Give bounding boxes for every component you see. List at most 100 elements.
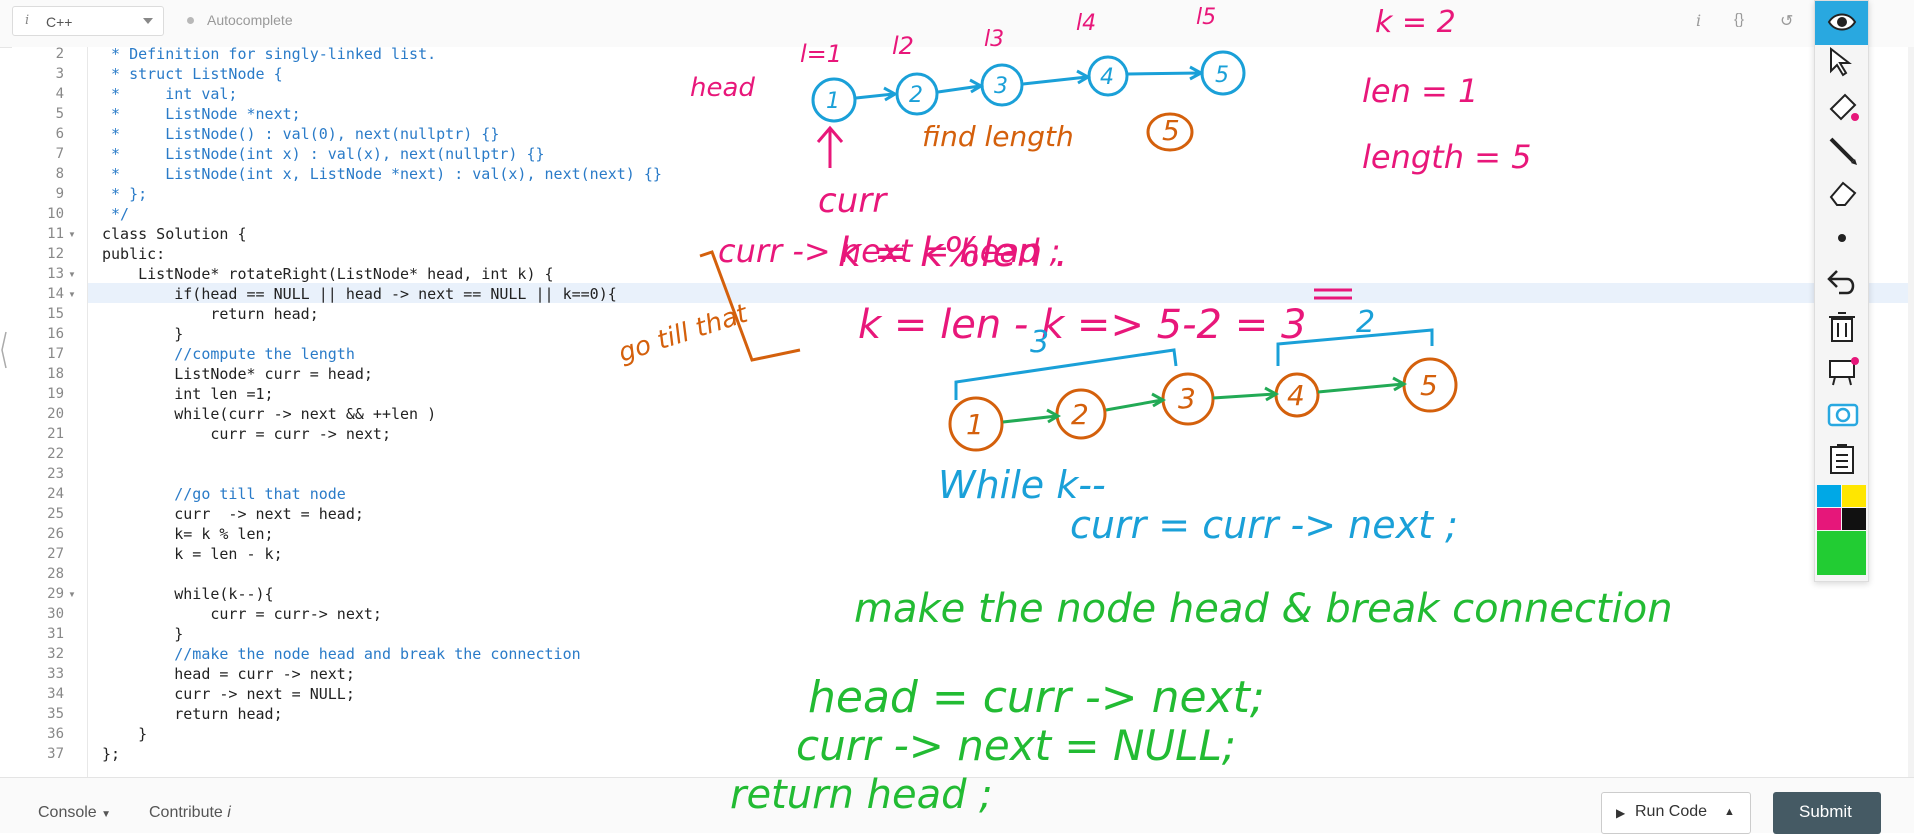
- code-line[interactable]: curr = curr -> next;: [102, 425, 391, 443]
- code-line[interactable]: head = curr -> next;: [102, 665, 355, 683]
- line-number: 22: [47, 446, 64, 462]
- code-line[interactable]: //make the node head and break the conne…: [102, 645, 581, 663]
- line-number: 24: [47, 486, 64, 502]
- line-number: 28: [47, 566, 64, 582]
- code-line[interactable]: while(k--){: [102, 585, 274, 603]
- code-line[interactable]: * int val;: [102, 85, 238, 103]
- console-button[interactable]: Console ▼: [38, 804, 111, 822]
- color-swatch-green[interactable]: [1817, 531, 1866, 575]
- line-number: 17: [47, 346, 64, 362]
- code-line[interactable]: * struct ListNode {: [102, 65, 283, 83]
- line-number: 10: [47, 206, 64, 222]
- eye-icon[interactable]: [1815, 1, 1868, 45]
- run-code-button[interactable]: ▶ Run Code ▲: [1601, 792, 1751, 834]
- code-line[interactable]: * ListNode(int x) : val(x), next(nullptr…: [102, 145, 545, 163]
- line-number: 29: [47, 586, 64, 602]
- line-number: 19: [47, 386, 64, 402]
- autocomplete-toggle[interactable]: [187, 17, 194, 24]
- code-line[interactable]: }: [102, 725, 148, 743]
- caret-up-icon: ▲: [1724, 806, 1735, 818]
- code-line[interactable]: k= k % len;: [102, 525, 274, 543]
- bottom-bar: [0, 777, 1914, 833]
- code-line[interactable]: ListNode* rotateRight(ListNode* head, in…: [102, 265, 554, 283]
- code-line[interactable]: };: [102, 745, 121, 763]
- code-line[interactable]: }: [102, 625, 184, 643]
- line-number: 4: [55, 86, 64, 102]
- code-line[interactable]: //compute the length: [102, 345, 355, 363]
- code-line[interactable]: //go till that node: [102, 485, 346, 503]
- color-swatch-yellow[interactable]: [1842, 485, 1866, 507]
- color-swatch-black[interactable]: [1842, 508, 1866, 530]
- line-number: 23: [47, 466, 64, 482]
- chevron-down-icon: [143, 18, 153, 24]
- collapse-panel-icon[interactable]: [0, 330, 8, 370]
- line-number: 7: [55, 146, 64, 162]
- code-line[interactable]: class Solution {: [102, 225, 247, 243]
- code-line[interactable]: ListNode* curr = head;: [102, 365, 373, 383]
- projector-icon[interactable]: [1815, 347, 1868, 391]
- code-line[interactable]: while(curr -> next && ++len ): [102, 405, 437, 423]
- reset-icon[interactable]: ↺: [1780, 13, 1794, 30]
- line-number: 13: [47, 266, 64, 282]
- fold-toggle-icon[interactable]: ▼: [68, 230, 76, 239]
- line-number: 8: [55, 166, 64, 182]
- code-line[interactable]: * ListNode *next;: [102, 105, 301, 123]
- code-line[interactable]: }: [102, 325, 184, 343]
- line-number: 5: [55, 106, 64, 122]
- submit-label: Submit: [1799, 802, 1852, 821]
- line-gutter: [12, 47, 88, 777]
- console-label: Console: [38, 804, 97, 821]
- line-number: 37: [47, 746, 64, 762]
- braces-icon[interactable]: {}: [1734, 11, 1745, 28]
- undo-icon[interactable]: [1815, 259, 1868, 303]
- run-code-label: Run Code: [1635, 803, 1708, 820]
- line-number: 6: [55, 126, 64, 142]
- code-line[interactable]: */: [102, 205, 130, 223]
- camera-icon[interactable]: [1815, 391, 1868, 435]
- contribute-button[interactable]: Contribute i: [149, 804, 231, 822]
- autocomplete-label[interactable]: Autocomplete: [207, 12, 293, 28]
- code-line[interactable]: public:: [102, 245, 166, 263]
- line-number: 34: [47, 686, 64, 702]
- submit-button[interactable]: Submit: [1773, 792, 1881, 834]
- fold-toggle-icon[interactable]: ▼: [68, 270, 76, 279]
- editor-scrollbar[interactable]: [1908, 47, 1914, 777]
- line-number: 3: [55, 66, 64, 82]
- active-line-highlight: [88, 283, 1908, 303]
- line-number: 33: [47, 666, 64, 682]
- fold-toggle-icon[interactable]: ▼: [68, 290, 76, 299]
- eraser-icon[interactable]: [1815, 171, 1868, 215]
- line-number: 31: [47, 626, 64, 642]
- clipboard-icon[interactable]: [1815, 435, 1868, 479]
- line-number: 30: [47, 606, 64, 622]
- info-icon[interactable]: i: [1696, 11, 1702, 30]
- line-number: 21: [47, 426, 64, 442]
- language-select[interactable]: i C++: [12, 6, 164, 36]
- code-line[interactable]: if(head == NULL || head -> next == NULL …: [102, 285, 617, 303]
- code-line[interactable]: int len =1;: [102, 385, 274, 403]
- fold-toggle-icon[interactable]: ▼: [68, 590, 76, 599]
- code-line[interactable]: k = len - k;: [102, 545, 283, 563]
- language-label: C++: [46, 14, 73, 30]
- code-line[interactable]: * Definition for singly-linked list.: [102, 45, 437, 63]
- code-line[interactable]: curr -> next = NULL;: [102, 685, 355, 703]
- color-swatch-magenta[interactable]: [1817, 508, 1841, 530]
- line-number: 26: [47, 526, 64, 542]
- code-line[interactable]: curr = curr-> next;: [102, 605, 382, 623]
- code-line[interactable]: * ListNode(int x, ListNode *next) : val(…: [102, 165, 662, 183]
- code-line[interactable]: * };: [102, 185, 148, 203]
- line-number: 27: [47, 546, 64, 562]
- code-line[interactable]: * ListNode() : val(0), next(nullptr) {}: [102, 125, 500, 143]
- language-info-icon: i: [25, 13, 30, 28]
- pointer-icon[interactable]: [1815, 39, 1868, 83]
- code-line[interactable]: return head;: [102, 705, 283, 723]
- dot-icon[interactable]: [1815, 215, 1868, 259]
- highlighter-icon[interactable]: [1815, 83, 1868, 127]
- code-line[interactable]: return head;: [102, 305, 319, 323]
- trash-icon[interactable]: [1815, 303, 1868, 347]
- line-number: 18: [47, 366, 64, 382]
- play-icon: ▶: [1616, 806, 1626, 820]
- code-line[interactable]: curr -> next = head;: [102, 505, 364, 523]
- color-swatch-cyan[interactable]: [1817, 485, 1841, 507]
- pen-icon[interactable]: [1815, 127, 1868, 171]
